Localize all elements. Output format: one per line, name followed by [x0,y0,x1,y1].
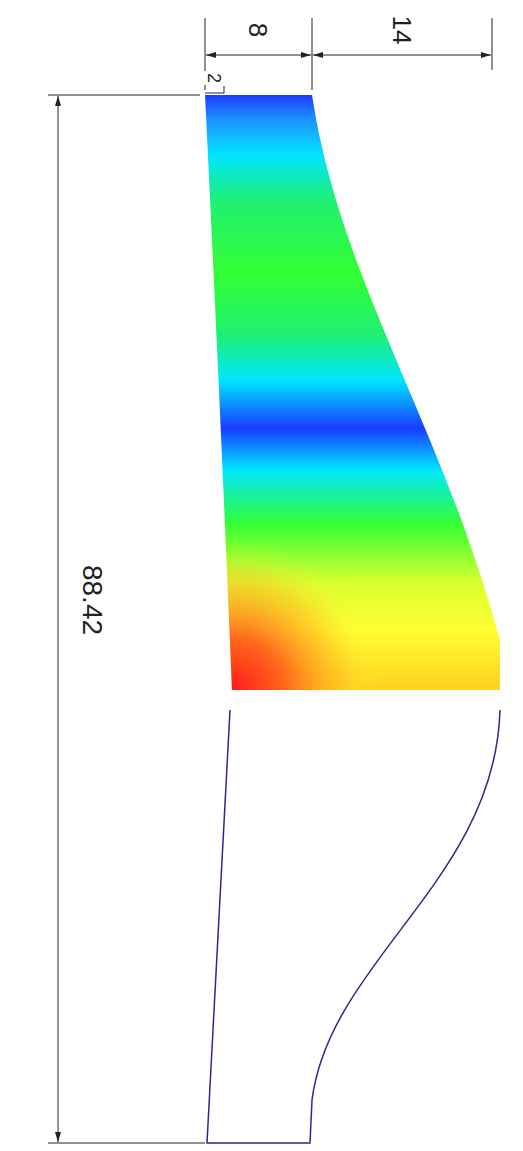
dimension-value: 2 [204,71,224,85]
dimension-value: 8 [244,21,272,39]
dimension-value: 88.42 [77,563,107,637]
horn-outline [207,710,500,1143]
dimension-value: 14 [388,14,416,47]
dimension-lines [48,18,492,1143]
contour-plot [200,95,510,695]
